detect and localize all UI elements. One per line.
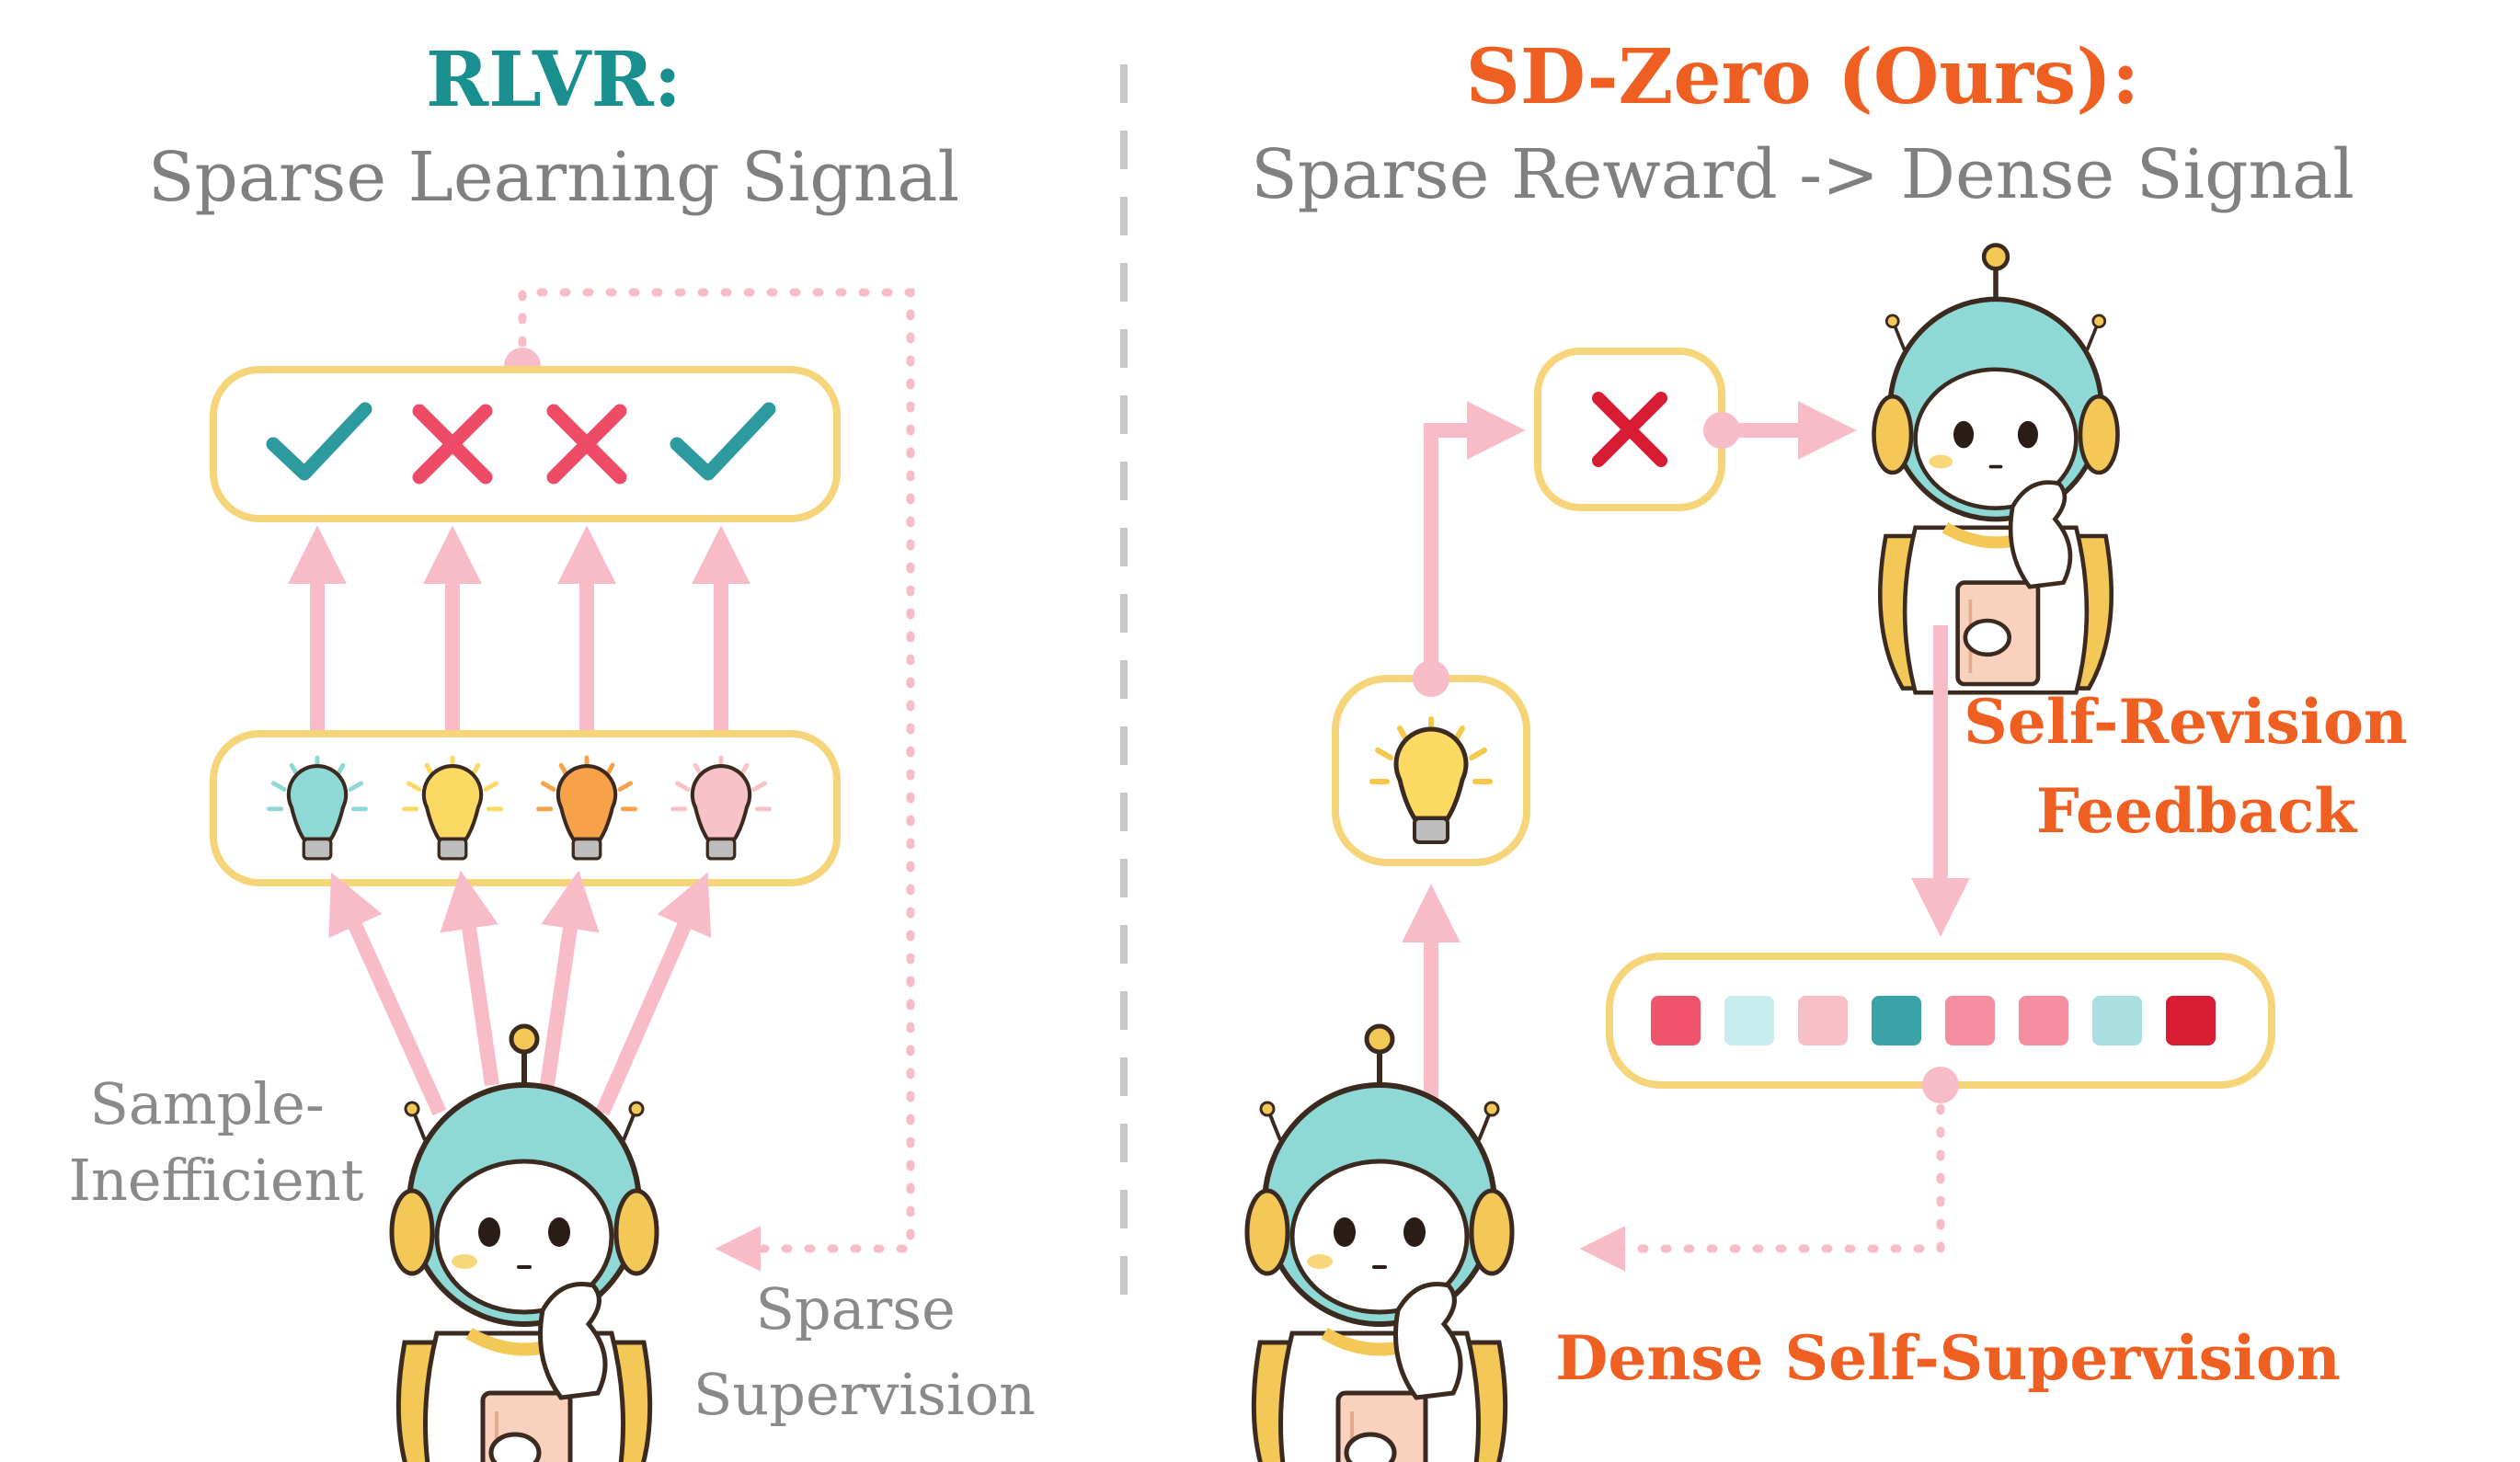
verify-arrow	[1424, 401, 1526, 679]
sampling-arrow	[328, 872, 447, 1116]
right-subtitle: Sparse Reward -> Dense Signal	[1251, 135, 2354, 214]
robot-avatar-right-bottom	[1247, 1026, 1512, 1462]
sample-inefficient-label: Sample- Inefficient	[68, 1070, 363, 1214]
sampling-arrows	[328, 870, 712, 1116]
self-revision-label: Self-Revision Feedback	[1964, 686, 2429, 847]
token-square	[1945, 996, 1995, 1045]
reward-cross-icon	[1592, 392, 1667, 467]
left-title: RLVR:	[426, 36, 682, 124]
bulb-icon	[673, 758, 770, 861]
cross-icon	[546, 404, 627, 485]
sampling-arrow	[540, 870, 600, 1087]
dense-supervision-arrow	[1579, 1080, 1945, 1272]
check-icon	[670, 402, 776, 481]
token-square	[2019, 996, 2068, 1045]
sparse-supervision-arrow	[518, 288, 915, 1272]
robot-avatar-right-top	[1874, 246, 2118, 693]
cross-icon	[412, 404, 493, 485]
token-square	[1872, 996, 1921, 1045]
token-square	[1724, 996, 1774, 1045]
right-title: SD-Zero (Ours):	[1466, 33, 2140, 121]
left-panel: RLVR: Sparse Learning Signal Sample- Ine…	[68, 36, 1036, 1462]
dense-self-supervision-label: Dense Self-Supervision	[1555, 1322, 2341, 1394]
bulb-icon	[539, 758, 636, 861]
token-square	[1798, 996, 1848, 1045]
sparse-supervision-label: Sparse Supervision	[693, 1275, 1036, 1428]
sample-bulbs	[269, 758, 770, 861]
check-icon	[266, 402, 372, 481]
attempt-bulb	[1372, 719, 1490, 844]
token-square	[2166, 996, 2216, 1045]
sampling-arrow	[440, 870, 499, 1087]
sample-box	[210, 730, 841, 886]
token-square	[2092, 996, 2142, 1045]
right-panel: SD-Zero (Ours): Sparse Reward -> Dense S…	[1247, 33, 2429, 1462]
bulb-icon	[269, 758, 366, 861]
left-subtitle: Sparse Learning Signal	[148, 138, 959, 217]
reward-arrows	[288, 525, 750, 740]
bulb-icon	[405, 758, 501, 861]
sampling-arrow	[595, 872, 712, 1116]
result-marks	[266, 402, 776, 485]
token-square	[1651, 996, 1701, 1045]
dense-tokens	[1651, 996, 2216, 1045]
